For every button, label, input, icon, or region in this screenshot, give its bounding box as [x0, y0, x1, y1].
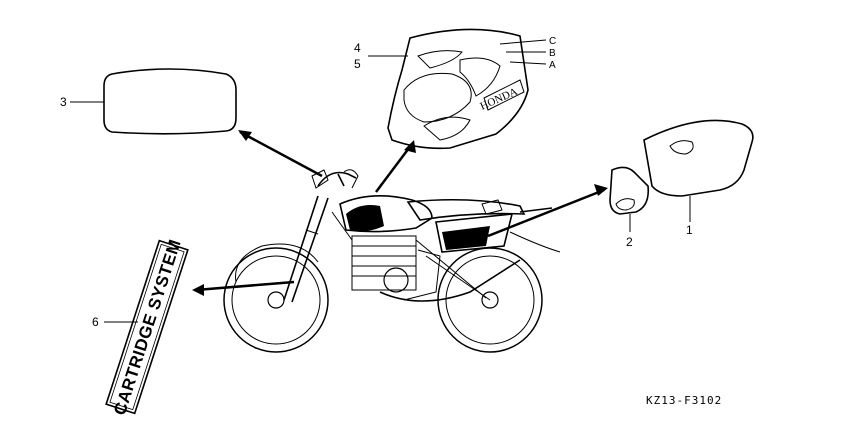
callout-a-label: A: [549, 60, 556, 71]
callout-5-label: 5: [354, 57, 361, 71]
motorcycle-drawing: [223, 169, 561, 353]
callout-3-label: 3: [60, 95, 67, 109]
callout-6: 6: [92, 315, 138, 329]
decal-4-5-tank-graphic[interactable]: HONDA: [387, 28, 529, 150]
side-cover: [435, 213, 514, 253]
callout-2-label: 2: [626, 235, 633, 249]
handlebar: [311, 169, 359, 189]
cartridge-system-lettering: CARTRIDGE SYSTEM: [110, 237, 185, 418]
leader-arrow-1-2: [487, 184, 608, 238]
engine: [351, 235, 441, 301]
exhaust: [379, 259, 521, 302]
callout-2: 2: [626, 214, 633, 249]
callout-b-label: B: [549, 48, 556, 59]
seat: [406, 198, 526, 221]
callout-1-label: 1: [686, 223, 693, 237]
fuel-tank: [339, 195, 433, 233]
leader-arrow-3: [238, 130, 323, 178]
callout-6-label: 6: [92, 315, 99, 329]
callout-1: 1: [686, 196, 693, 237]
decal-2-small-cover[interactable]: [609, 166, 650, 215]
decal-6-cartridge-system[interactable]: CARTRIDGE SYSTEM: [104, 235, 189, 419]
callout-3: 3: [60, 95, 104, 109]
decal-1-side-cover[interactable]: [643, 119, 754, 197]
front-wheel: [223, 243, 329, 353]
callout-4-5: 4 5: [354, 41, 408, 71]
decal-3-number-plate[interactable]: [103, 68, 237, 135]
leader-arrow-4-5: [375, 140, 416, 193]
callout-c-label: C: [549, 36, 556, 47]
callout-4-label: 4: [354, 41, 361, 55]
front-fork: [283, 195, 329, 303]
diagram-code: KZ13-F3102: [646, 394, 722, 407]
leader-arrow-6: [192, 280, 295, 296]
callout-a-b-c: C B A: [499, 36, 556, 71]
